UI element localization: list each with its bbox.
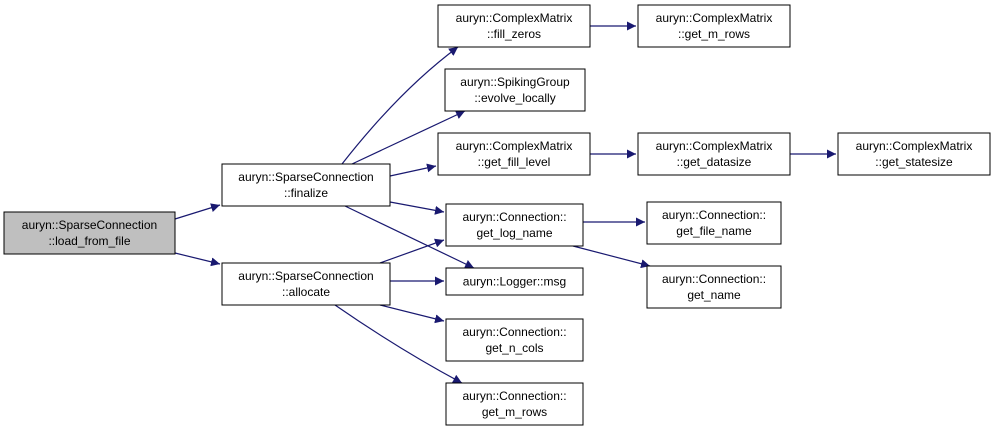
node-box: [837, 132, 991, 176]
node-label-line2: get_m_rows: [482, 405, 547, 419]
node-label-line2: get_n_cols: [485, 341, 543, 355]
edge-allocate-to-conn_get_m_rows: [334, 304, 463, 384]
edge-load_from_file-to-allocate: [174, 252, 221, 267]
node-box: [445, 267, 584, 296]
node-label-line1: auryn::SparseConnection: [22, 218, 157, 232]
node-label-line1: auryn::Connection::: [462, 210, 566, 224]
node-label-line2: ::finalize: [284, 186, 328, 200]
node-msg[interactable]: auryn::Logger::msg: [445, 267, 584, 296]
node-box: [646, 265, 782, 309]
node-get-statesize[interactable]: auryn::ComplexMatrix::get_statesize: [837, 132, 991, 176]
node-allocate[interactable]: auryn::SparseConnection::allocate: [221, 262, 391, 306]
edge-allocate-to-get_n_cols: [379, 304, 445, 324]
node-label-line2: get_name: [687, 288, 741, 302]
edge-finalize-to-msg: [344, 205, 475, 269]
node-get-fill-level[interactable]: auryn::ComplexMatrix::get_fill_level: [437, 132, 591, 176]
node-label-line1: auryn::Connection::: [662, 272, 766, 286]
node-box: [221, 163, 391, 207]
node-label-line2: ::evolve_locally: [474, 91, 555, 105]
node-label-line2: ::get_statesize: [875, 155, 953, 169]
node-label-line1: auryn::ComplexMatrix: [456, 139, 573, 153]
node-get-n-cols[interactable]: auryn::Connection::get_n_cols: [445, 318, 584, 362]
node-label-line1: auryn::Connection::: [462, 389, 566, 403]
node-get-log-name[interactable]: auryn::Connection::get_log_name: [445, 203, 584, 247]
node-label-line2: ::fill_zeros: [487, 27, 541, 41]
node-label-line1: auryn::SparseConnection: [238, 170, 373, 184]
node-label-line2: get_file_name: [676, 224, 752, 238]
node-box: [637, 132, 791, 176]
node-box: [3, 211, 176, 255]
node-box: [445, 318, 584, 362]
edge-finalize-to-evolve_locally: [351, 110, 466, 165]
node-label-line1: auryn::ComplexMatrix: [856, 139, 973, 153]
node-label-line1: auryn::Logger::msg: [463, 275, 566, 289]
node-label-line2: ::get_fill_level: [478, 155, 551, 169]
node-fill-zeros[interactable]: auryn::ComplexMatrix::fill_zeros: [437, 4, 591, 48]
node-label-line2: ::allocate: [282, 285, 330, 299]
edges-layer: [174, 21, 836, 384]
node-label-line2: get_log_name: [476, 226, 552, 240]
node-label-line2: ::get_datasize: [677, 155, 752, 169]
node-box: [445, 382, 584, 426]
edge-get_log_name-to-get_name: [572, 245, 651, 269]
node-get-name[interactable]: auryn::Connection::get_name: [646, 265, 782, 309]
node-cm-get-m-rows[interactable]: auryn::ComplexMatrix::get_m_rows: [637, 4, 791, 48]
edge-finalize-to-get_log_name: [389, 201, 445, 215]
node-label-line1: auryn::SpikingGroup: [460, 75, 570, 89]
node-box: [437, 4, 591, 48]
node-get-file-name[interactable]: auryn::Connection::get_file_name: [646, 201, 782, 245]
node-label-line1: auryn::Connection::: [462, 325, 566, 339]
edge-load_from_file-to-finalize: [174, 203, 221, 220]
node-label-line1: auryn::ComplexMatrix: [656, 11, 773, 25]
node-label-line1: auryn::ComplexMatrix: [456, 11, 573, 25]
edge-finalize-to-fill_zeros: [341, 46, 459, 165]
node-label-line2: ::get_m_rows: [678, 27, 750, 41]
node-box: [221, 262, 391, 306]
node-conn-get-m-rows[interactable]: auryn::Connection::get_m_rows: [445, 382, 584, 426]
node-label-line1: auryn::ComplexMatrix: [656, 139, 773, 153]
edge-finalize-to-get_fill_level: [389, 163, 437, 177]
node-box: [444, 68, 586, 112]
node-box: [646, 201, 782, 245]
node-get-datasize[interactable]: auryn::ComplexMatrix::get_datasize: [637, 132, 791, 176]
node-box: [437, 132, 591, 176]
node-load-from-file[interactable]: auryn::SparseConnection::load_from_file: [3, 211, 176, 255]
node-box: [445, 203, 584, 247]
node-label-line2: ::load_from_file: [48, 234, 130, 248]
node-evolve-locally[interactable]: auryn::SpikingGroup::evolve_locally: [444, 68, 586, 112]
node-box: [637, 4, 791, 48]
edge-allocate-to-get_log_name: [379, 238, 445, 264]
node-label-line1: auryn::SparseConnection: [238, 269, 373, 283]
nodes-layer: auryn::SparseConnection::load_from_filea…: [3, 4, 991, 426]
node-finalize[interactable]: auryn::SparseConnection::finalize: [221, 163, 391, 207]
node-label-line1: auryn::Connection::: [662, 208, 766, 222]
